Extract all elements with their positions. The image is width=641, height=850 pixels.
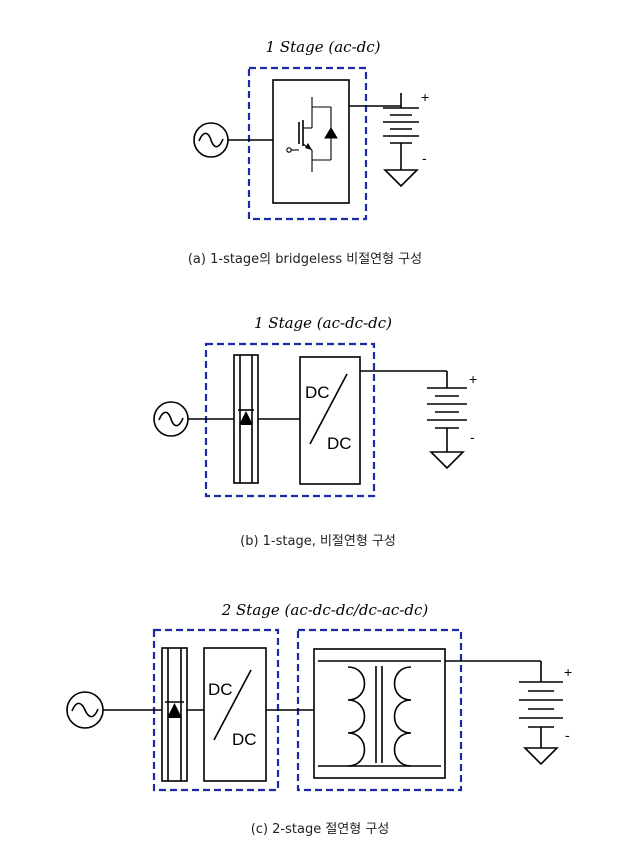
rectifier-block bbox=[233, 354, 259, 484]
dc-dc-converter: DC DC bbox=[299, 356, 361, 485]
ac-source-icon bbox=[66, 691, 104, 729]
ground-icon bbox=[429, 451, 465, 470]
converter-input-label: DC bbox=[208, 680, 233, 699]
diagram-b-title: 1 Stage (ac-dc-dc) bbox=[254, 314, 392, 332]
diagram-b-caption: (b) 1-stage, 비절연형 구성 bbox=[240, 534, 396, 549]
diagram-c-title: 2 Stage (ac-dc-dc/dc-ac-dc) bbox=[221, 601, 429, 619]
battery-icon bbox=[383, 107, 419, 144]
transformer-block bbox=[313, 648, 446, 779]
converter-output-label: DC bbox=[327, 434, 352, 453]
ac-source-icon bbox=[193, 122, 229, 158]
diagram-c-caption: (c) 2-stage 절연형 구성 bbox=[251, 822, 390, 837]
converter-input-label: DC bbox=[305, 383, 330, 402]
switch-block bbox=[272, 79, 350, 204]
igbt-icon bbox=[286, 97, 338, 172]
diode-icon bbox=[239, 411, 253, 425]
negative-terminal-label: - bbox=[422, 150, 427, 166]
ground-icon bbox=[383, 169, 419, 188]
diagram-c: 2 Stage (ac-dc-dc/dc-ac-dc) DC DC bbox=[66, 601, 572, 837]
stage-boundary bbox=[247, 66, 368, 221]
negative-terminal-label: - bbox=[565, 727, 570, 743]
diagram-b: 1 Stage (ac-dc-dc) DC DC bbox=[153, 314, 477, 549]
diode-icon bbox=[167, 703, 182, 718]
positive-terminal-label: + bbox=[469, 371, 477, 387]
diagram-a: 1 Stage (ac-dc) bbox=[188, 38, 429, 267]
battery-icon bbox=[519, 681, 563, 728]
stage-boundary bbox=[204, 342, 376, 498]
diagram-a-caption: (a) 1-stage의 bridgeless 비절연형 구성 bbox=[188, 252, 422, 267]
positive-terminal-label: + bbox=[564, 664, 572, 680]
negative-terminal-label: - bbox=[470, 429, 475, 445]
ground-icon bbox=[523, 747, 559, 766]
battery-icon bbox=[427, 387, 467, 429]
transformer-icon bbox=[347, 666, 412, 767]
converter-output-label: DC bbox=[232, 730, 257, 749]
ac-source-icon bbox=[153, 401, 189, 437]
dc-dc-converter: DC DC bbox=[203, 647, 267, 782]
rectifier-block bbox=[161, 647, 188, 782]
diagram-a-title: 1 Stage (ac-dc) bbox=[266, 38, 381, 56]
positive-terminal-label: + bbox=[421, 89, 429, 105]
